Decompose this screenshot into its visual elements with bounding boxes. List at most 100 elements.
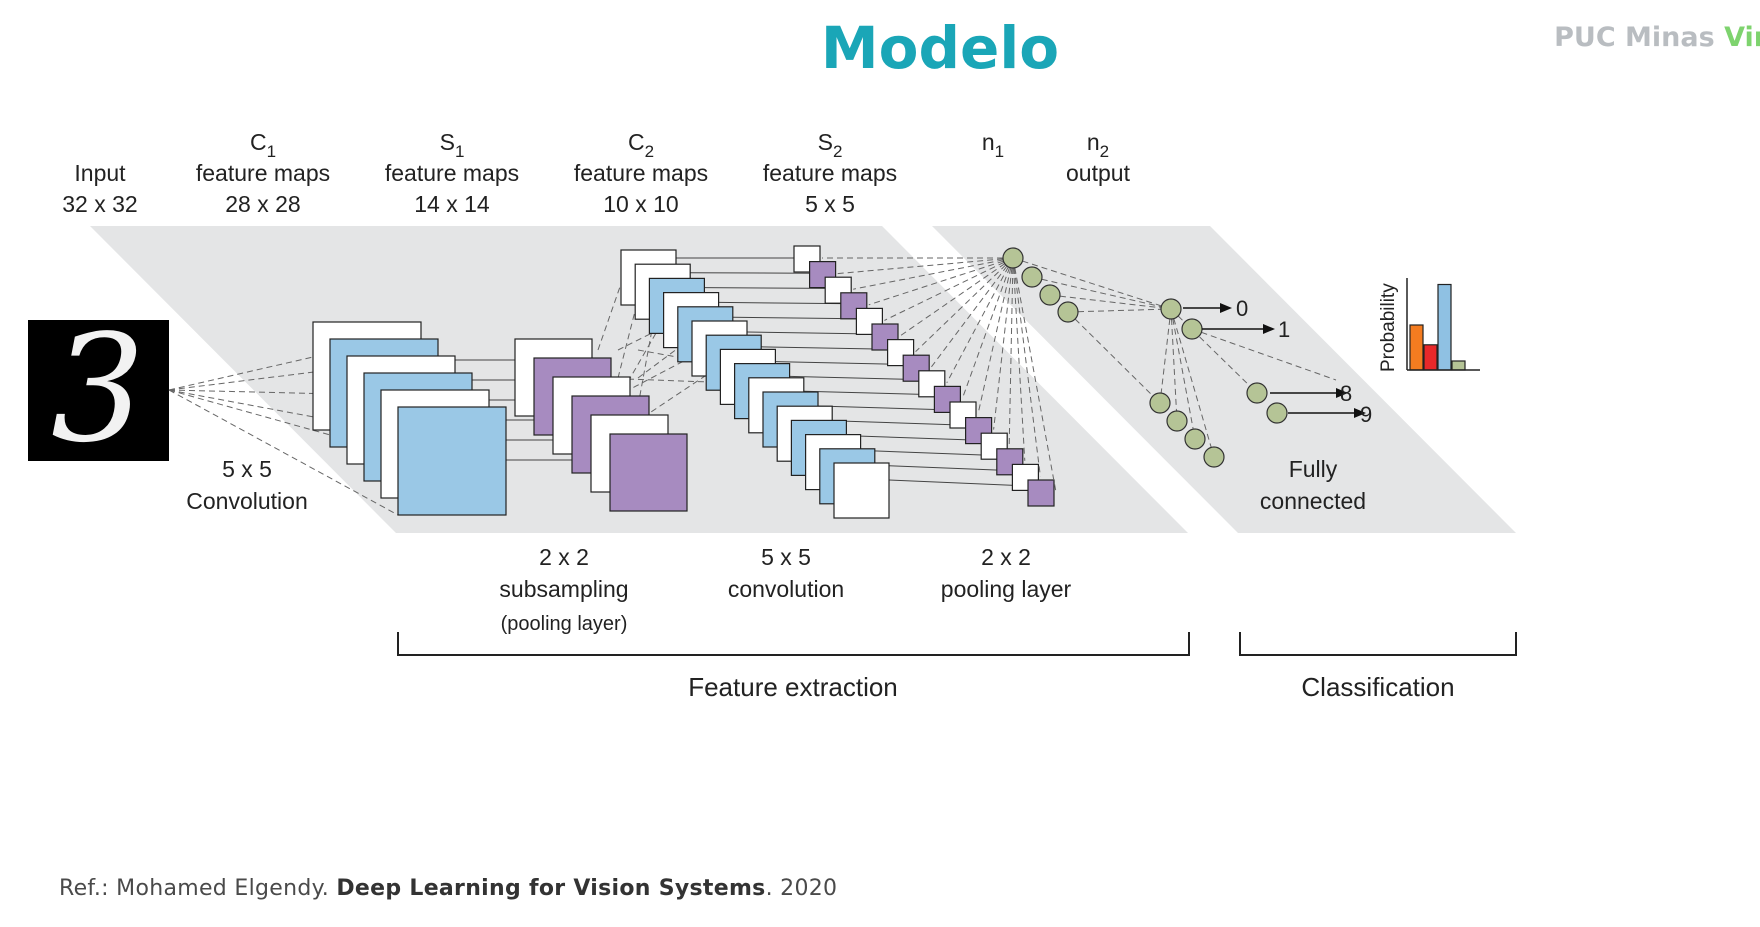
- s2-n1-connection-2: [853, 257, 1014, 290]
- s1-feature-maps: [514, 338, 688, 512]
- brand-logo: PUC Minas Virt: [1554, 22, 1760, 53]
- neuron-node-10: [1246, 382, 1268, 404]
- header-c1-title: C1: [250, 129, 276, 161]
- op-fc-l2: connected: [1260, 488, 1366, 514]
- bracket-classification: [1239, 632, 1517, 656]
- s2-n1-connection-9: [961, 257, 1014, 399]
- brand-highlight: Virt: [1724, 22, 1760, 53]
- c2-s2-line-10: [817, 405, 953, 411]
- section-feature-extraction: Feature extraction: [688, 672, 898, 702]
- header-c1-sub: 1: [267, 142, 276, 161]
- op-sub1-l2: subsampling: [499, 576, 628, 602]
- header-n1-title: n1: [982, 129, 1004, 161]
- s2-n1-connection-7: [930, 257, 1014, 368]
- c2-s2-line-8: [789, 375, 921, 381]
- neuron-node-0: [1002, 247, 1024, 269]
- s2-n1-connection-12: [1008, 257, 1014, 446]
- c2-s2-line-4: [732, 316, 859, 320]
- op-pool2: 2 x 2 pooling layer: [941, 544, 1072, 602]
- header-c2-l3: 10 x 10: [603, 191, 678, 217]
- s2-n1-connection-8: [946, 257, 1014, 384]
- slide-title: Modelo: [820, 14, 1060, 82]
- header-input-l2: 32 x 32: [62, 191, 137, 217]
- c2-s2-line-12: [846, 435, 984, 441]
- n1-n2-connection-1: [1031, 276, 1172, 310]
- op-fc: Fully connected: [1260, 456, 1366, 514]
- reference-prefix: Ref.: Mohamed Elgendy.: [59, 876, 337, 901]
- neuron-node-9: [1203, 446, 1225, 468]
- header-n1-sub: 1: [995, 142, 1004, 161]
- c2-s2-line-15: [888, 479, 1031, 487]
- header-c1-l3: 28 x 28: [225, 191, 300, 217]
- header-s2-l2: feature maps: [763, 160, 897, 186]
- s1-c2-connection-9: [597, 377, 766, 385]
- conv1-connection-5: [168, 389, 331, 421]
- header-s2-sub: 2: [833, 142, 842, 161]
- c2-s2-line-3: [718, 301, 843, 305]
- header-c1: C1 feature maps 28 x 28: [196, 129, 330, 217]
- op-sub1: 2 x 2 subsampling (pooling layer): [499, 544, 628, 635]
- s1-map-5: [609, 433, 688, 512]
- s2-n1-connection-4: [884, 257, 1014, 321]
- neuron-node-11: [1266, 402, 1288, 424]
- conv1-connection-0: [168, 356, 314, 391]
- header-s2-title: S2: [818, 129, 843, 161]
- header-s1-main: S: [440, 129, 455, 155]
- neuron-node-8: [1184, 428, 1206, 450]
- header-c2-sub: 2: [645, 142, 654, 161]
- n2-fan-connection-1: [1170, 308, 1178, 422]
- header-n2: n2 output: [1066, 129, 1131, 186]
- header-n1: n1: [982, 129, 1004, 161]
- header-s1-l3: 14 x 14: [414, 191, 490, 217]
- header-s2-l3: 5 x 5: [805, 191, 855, 217]
- s2-n1-connection-5: [899, 257, 1014, 337]
- op-conv1-l1: 5 x 5: [222, 456, 272, 482]
- c2-s2-line-5: [746, 331, 875, 335]
- header-c2-main: C: [628, 129, 645, 155]
- header-s1-title: S1: [440, 129, 465, 161]
- n1-n2-connection-3: [1067, 308, 1172, 313]
- header-n2-title: n2: [1087, 129, 1109, 161]
- c2-s2-line-13: [860, 449, 999, 457]
- header-s1-sub: 1: [455, 142, 464, 161]
- reference-suffix: . 2020: [765, 876, 838, 901]
- header-c1-main: C: [250, 129, 267, 155]
- s2-feature-maps: [793, 245, 1055, 507]
- s2-n1-connection-11: [993, 257, 1014, 430]
- c2-s2-line-11: [832, 420, 968, 426]
- header-n2-main: n: [1087, 129, 1100, 155]
- c2-feature-maps: [620, 249, 890, 519]
- neuron-node-6: [1149, 392, 1171, 414]
- probability-bar-0: [1409, 324, 1424, 371]
- brand-prefix: PUC Minas: [1554, 22, 1725, 53]
- header-n1-main: n: [982, 129, 995, 155]
- s1-c2-connection-5: [637, 327, 706, 379]
- output-label-8: 8: [1340, 381, 1352, 406]
- c2-s2-line-14: [874, 464, 1015, 472]
- header-s1-l2: feature maps: [385, 160, 519, 186]
- op-conv1: 5 x 5 Convolution: [186, 456, 307, 514]
- reference-book: Deep Learning for Vision Systems: [336, 876, 766, 901]
- arrow-heads: [1220, 303, 1366, 418]
- output-label-1: 1: [1278, 317, 1290, 342]
- c1-feature-maps: [312, 321, 507, 516]
- input-glyph: 3: [51, 303, 145, 475]
- n2-fan-connection-2: [1170, 308, 1196, 440]
- conv1-connection-1: [168, 369, 331, 391]
- c2-s2-line-2: [704, 287, 828, 289]
- header-input: Input 32 x 32: [62, 160, 137, 217]
- neuron-node-1: [1021, 266, 1043, 288]
- output-label-9: 9: [1360, 402, 1372, 427]
- header-s1: S1 feature maps 14 x 14: [385, 129, 519, 217]
- op-pool2-l1: 2 x 2: [981, 544, 1031, 570]
- header-n2-l2: output: [1066, 160, 1131, 186]
- probability-bars: [1409, 283, 1466, 371]
- s2-n1-connection-10: [977, 257, 1014, 415]
- neuron-node-2: [1039, 284, 1061, 306]
- header-input-l1: Input: [74, 160, 126, 186]
- op-conv1-l2: Convolution: [186, 488, 307, 514]
- op-sub1-l3: (pooling layer): [501, 613, 628, 635]
- neuron-node-7: [1166, 410, 1188, 432]
- header-s2-main: S: [818, 129, 833, 155]
- s2-n1-connection-13: [1012, 257, 1026, 461]
